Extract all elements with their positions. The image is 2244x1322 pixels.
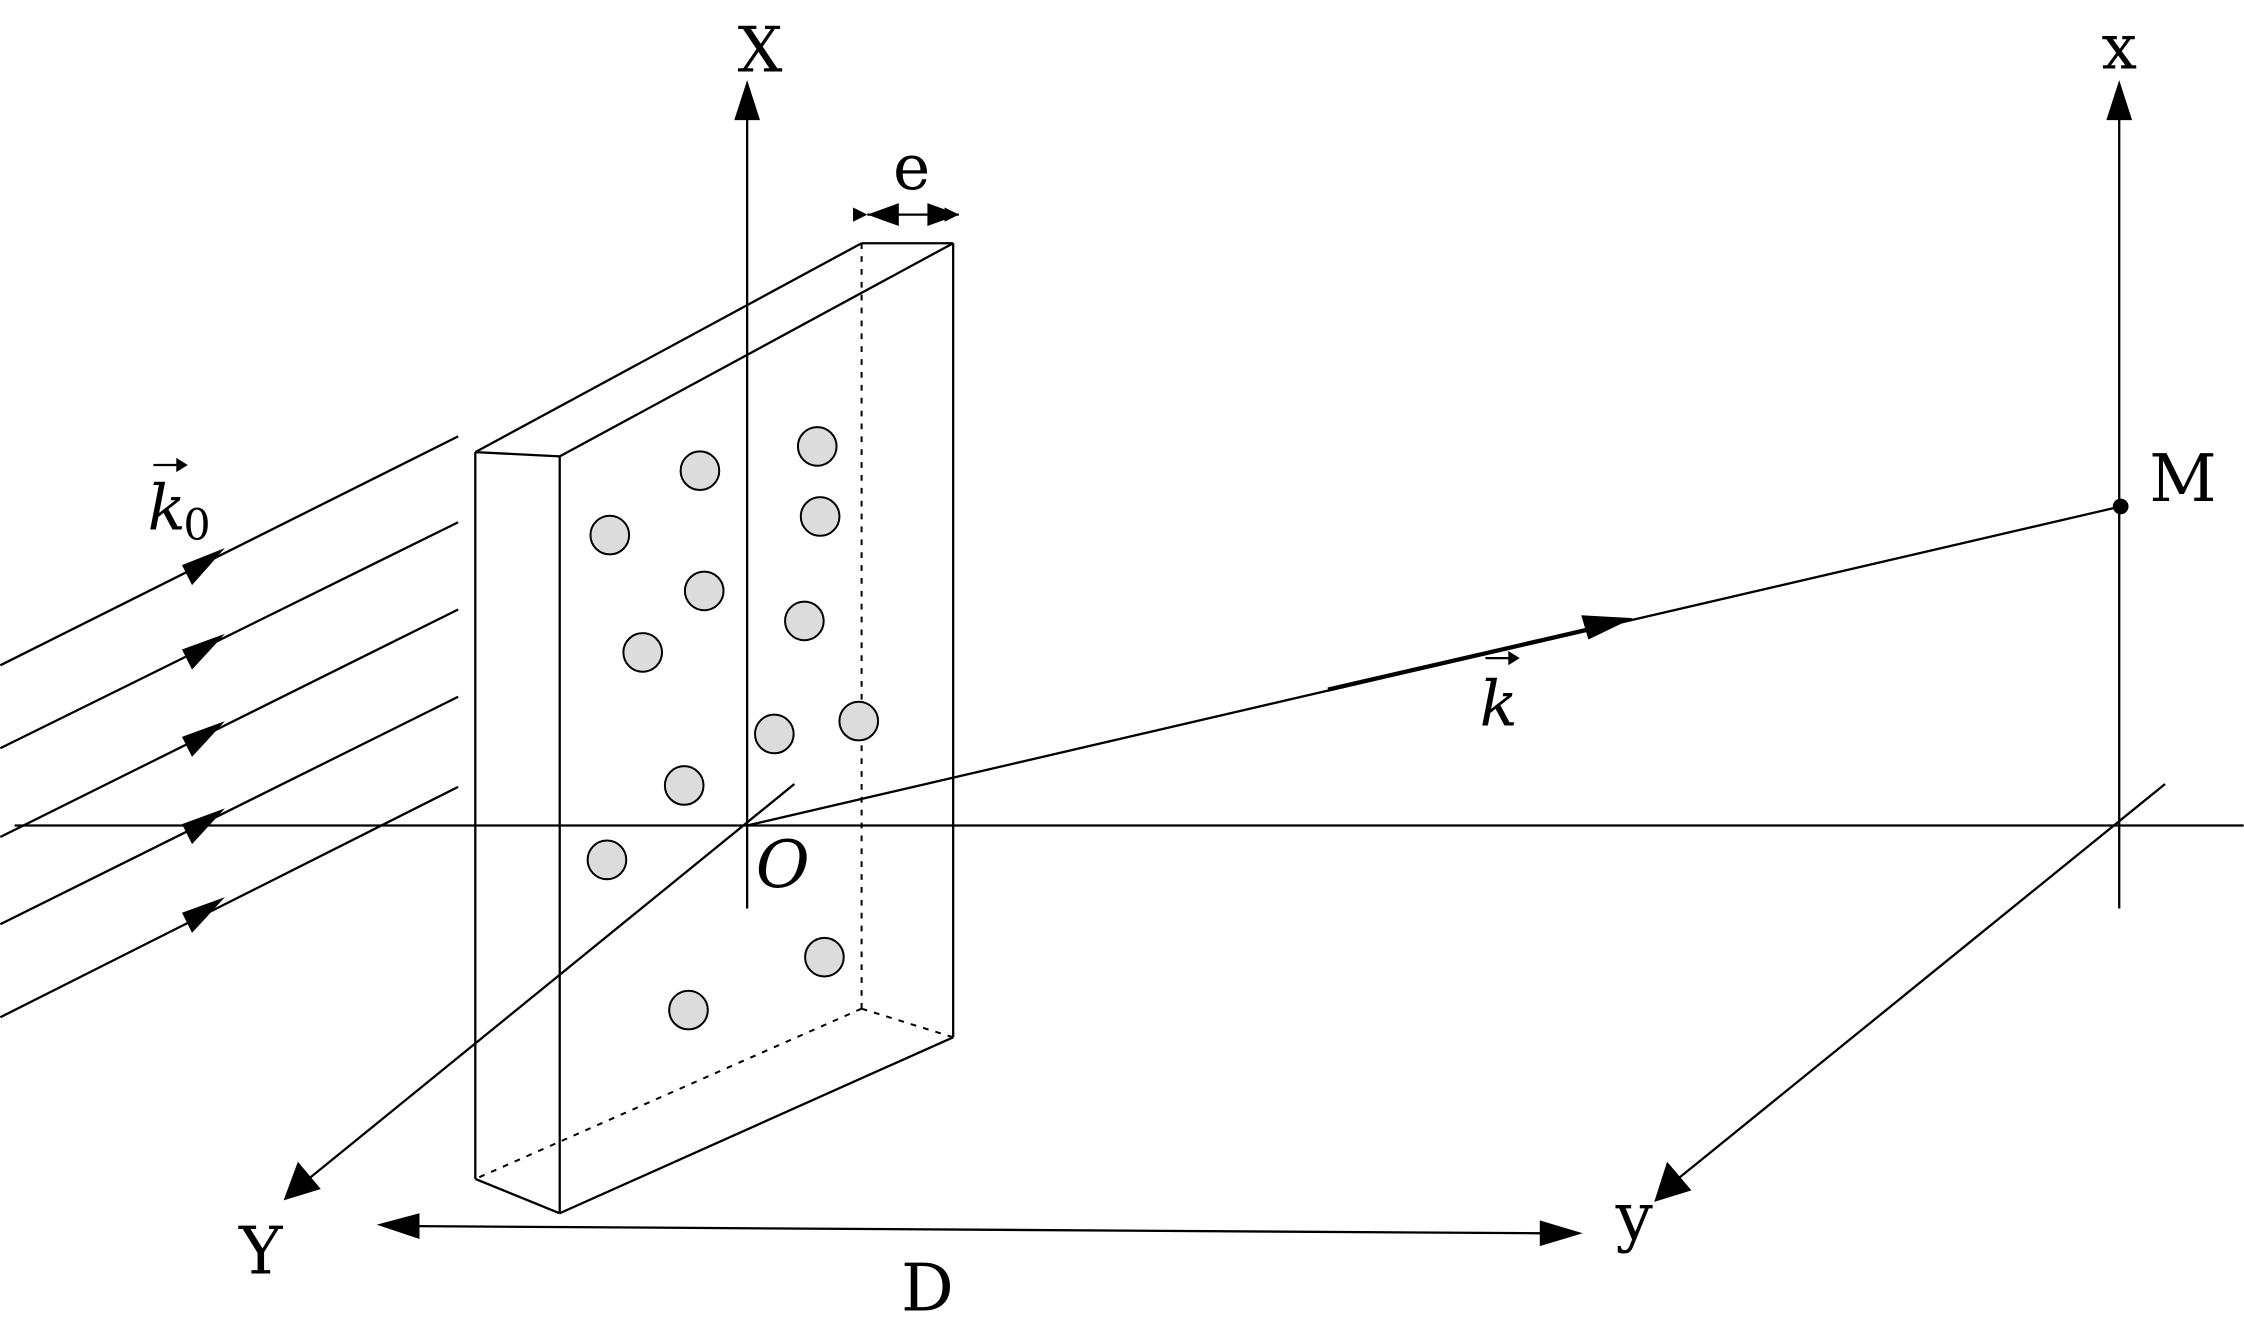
particle (799, 496, 841, 537)
X-axis-arrowhead (734, 80, 761, 121)
ray-arrowhead (182, 808, 225, 845)
particle (679, 450, 721, 492)
Y-axis (304, 783, 796, 1183)
incident-ray (0, 521, 459, 750)
label-k0-main: k (148, 471, 186, 544)
particle (784, 600, 825, 642)
label-k0-subscript: 0 (183, 500, 210, 550)
particle (668, 989, 709, 1031)
particle (586, 839, 628, 881)
ray-arrowhead (182, 547, 225, 586)
thickness-arrowhead-left (867, 203, 899, 227)
Y-axis-arrowhead (283, 1161, 321, 1201)
particle (663, 765, 705, 806)
particle (804, 936, 845, 978)
particles (586, 426, 880, 1031)
incident-rays (0, 435, 459, 1019)
x-axis-arrowhead (2106, 80, 2133, 121)
distance-arrow (415, 1224, 1546, 1235)
label-D: D (901, 1250, 954, 1322)
scattered-ray-arrowhead (1581, 615, 1633, 640)
y-axis (1673, 783, 2166, 1183)
y-axis-arrowhead (1654, 1161, 1692, 1202)
distance-arrowhead-right (1539, 1220, 1583, 1247)
incident-ray (0, 608, 459, 839)
label-O: O (756, 826, 810, 903)
label-M: M (2149, 440, 2216, 517)
ray-arrowhead (182, 633, 225, 670)
slab-hidden-edges (474, 243, 954, 1180)
incident-ray (0, 695, 459, 926)
vector-arrow-icon (1485, 650, 1520, 666)
label-Y: Y (238, 1212, 284, 1289)
thickness-arrowhead-right (927, 203, 959, 227)
particle (754, 713, 795, 755)
particle (796, 426, 838, 467)
label-k0: k 0 (148, 457, 211, 550)
particle (838, 700, 880, 742)
label-e: e (893, 131, 930, 204)
incident-ray-arrowheads (182, 547, 225, 933)
scattered-ray-emphasis (1327, 627, 1589, 692)
particle (683, 570, 725, 612)
distance-arrowhead-left (376, 1213, 420, 1240)
slab (474, 242, 955, 1215)
label-k: k (1480, 650, 1520, 740)
ray-arrowhead (182, 897, 225, 933)
label-x: x (2101, 11, 2137, 84)
ray-arrowhead (182, 721, 225, 757)
label-X: X (738, 14, 783, 87)
incident-ray (0, 435, 459, 667)
particle (589, 514, 631, 556)
particle (622, 632, 664, 673)
label-y: y (1615, 1178, 1653, 1255)
point-M (2112, 498, 2129, 515)
label-k-main: k (1480, 667, 1518, 740)
vector-arrow-icon (153, 457, 188, 473)
incident-ray (0, 785, 459, 1019)
